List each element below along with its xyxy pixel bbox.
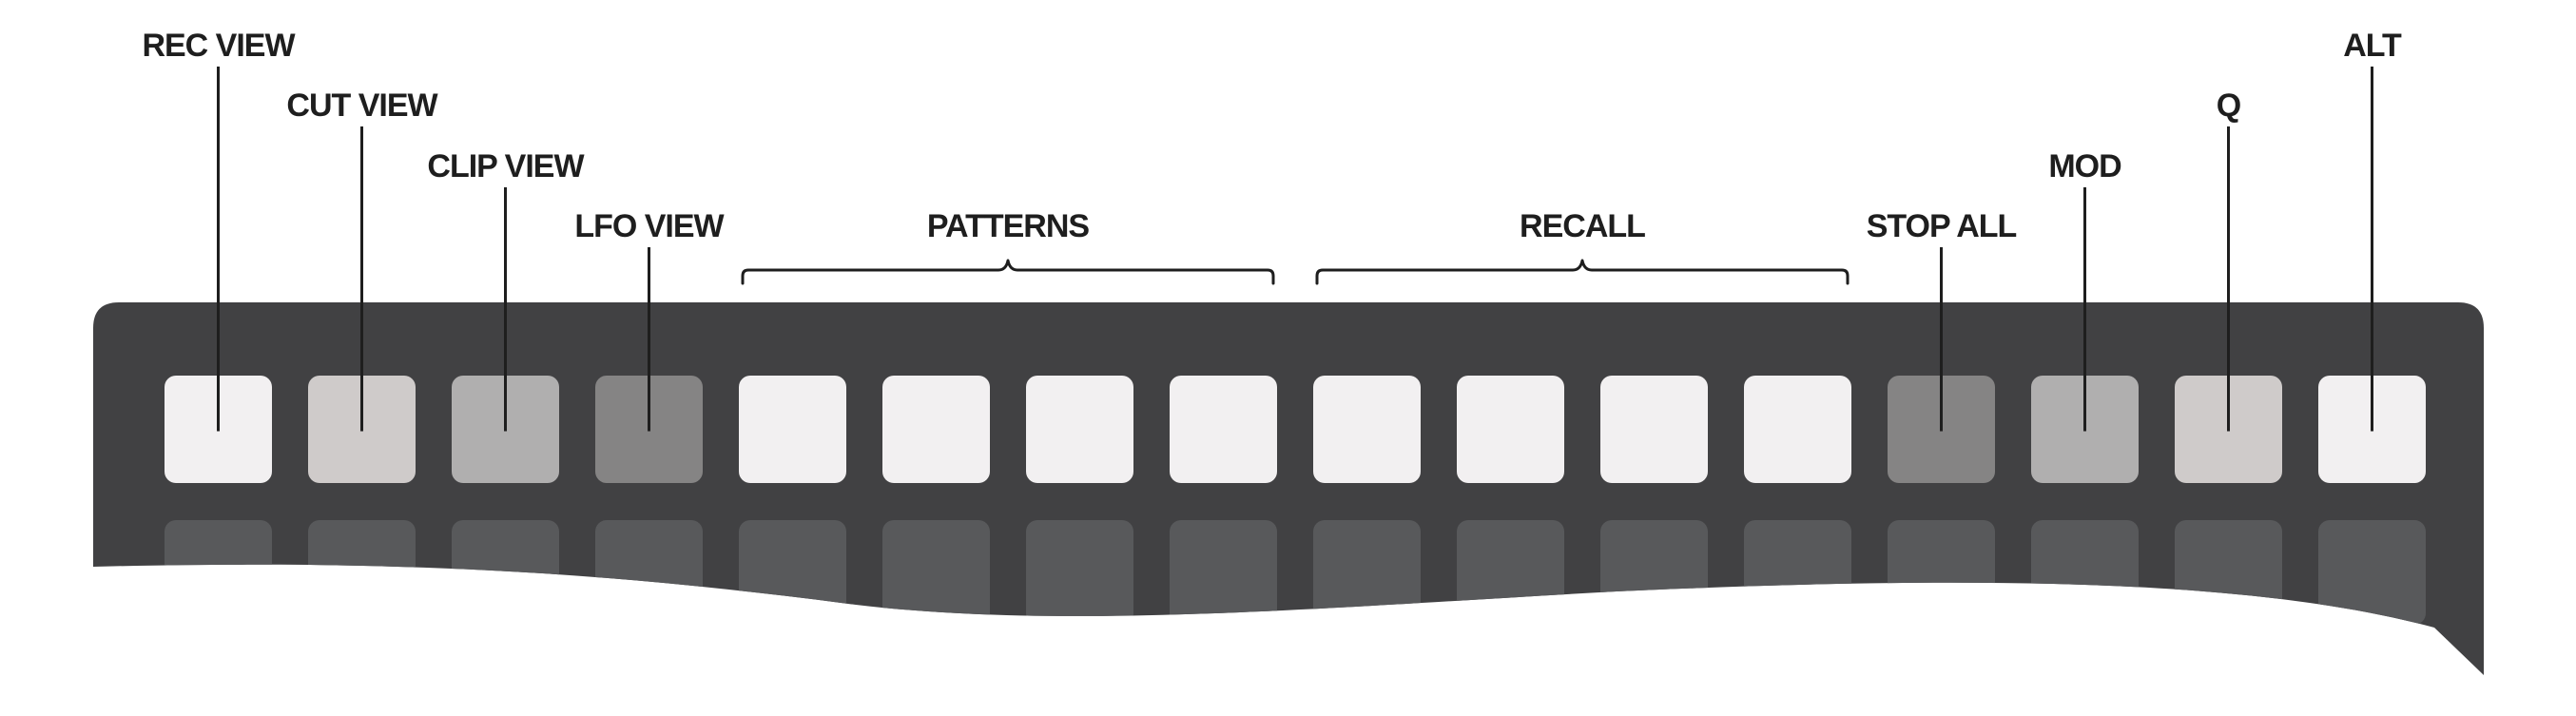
lower-key-1[interactable] <box>165 520 272 625</box>
label-rec-view: REC VIEW <box>142 28 296 64</box>
top-key-11[interactable] <box>1600 376 1708 483</box>
lower-key-3[interactable] <box>452 520 559 625</box>
label-recall: RECALL <box>1520 208 1645 244</box>
lower-key-4[interactable] <box>595 520 703 625</box>
top-key-6[interactable] <box>882 376 990 483</box>
top-key-8[interactable] <box>1170 376 1277 483</box>
device-body <box>93 302 2484 675</box>
lower-key-15[interactable] <box>2175 520 2282 625</box>
label-stop-all: STOP ALL <box>1867 208 2017 244</box>
bracket-patterns <box>741 259 1275 285</box>
label-mod: MOD <box>2048 148 2121 184</box>
lower-key-6[interactable] <box>882 520 990 625</box>
lower-key-9[interactable] <box>1313 520 1421 625</box>
label-alt: ALT <box>2343 28 2402 64</box>
lower-key-10[interactable] <box>1457 520 1564 625</box>
leader-lines <box>217 67 2373 432</box>
key-labels: REC VIEW CUT VIEW CLIP VIEW LFO VIEW STOP AL… <box>142 28 2403 244</box>
lower-key-7[interactable] <box>1026 520 1133 625</box>
lower-key-8[interactable] <box>1170 520 1277 625</box>
lower-key-2[interactable] <box>308 520 416 625</box>
lower-key-14[interactable] <box>2031 520 2139 625</box>
lower-key-11[interactable] <box>1600 520 1708 625</box>
label-q: Q <box>2217 87 2241 124</box>
top-key-12[interactable] <box>1744 376 1851 483</box>
top-key-9[interactable] <box>1313 376 1421 483</box>
lower-key-13[interactable] <box>1888 520 1995 625</box>
top-key-7[interactable] <box>1026 376 1133 483</box>
top-key-10[interactable] <box>1457 376 1564 483</box>
label-patterns: PATTERNS <box>927 208 1090 244</box>
label-cut-view: CUT VIEW <box>286 87 438 124</box>
top-key-5[interactable] <box>739 376 846 483</box>
label-lfo-view: LFO VIEW <box>574 208 725 244</box>
label-clip-view: CLIP VIEW <box>427 148 585 184</box>
group-brackets <box>741 259 1850 285</box>
bracket-recall <box>1315 259 1850 285</box>
lower-key-12[interactable] <box>1744 520 1851 625</box>
lower-key-5[interactable] <box>739 520 846 625</box>
lower-key-16[interactable] <box>2318 520 2426 625</box>
